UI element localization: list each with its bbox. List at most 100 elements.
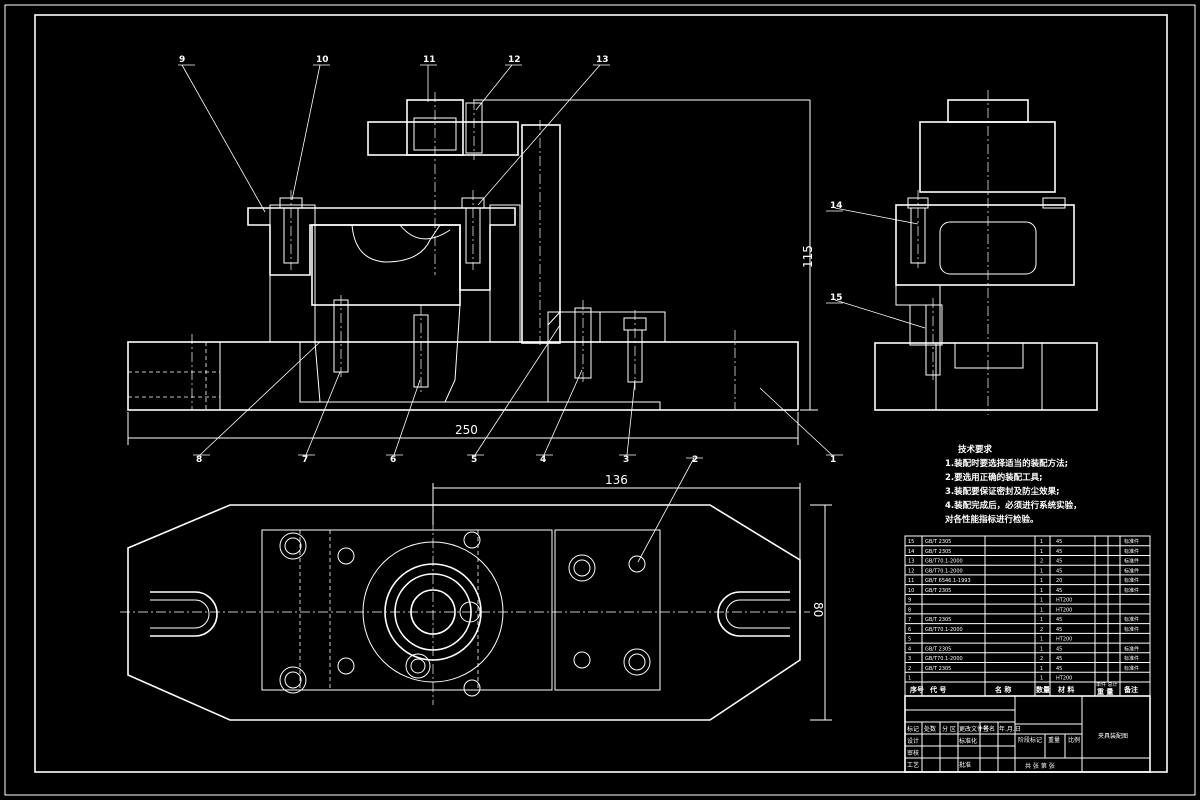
tb-process: 工艺 bbox=[907, 761, 919, 769]
tb-count: 处数 bbox=[924, 725, 936, 733]
bom-cell-mat: 45 bbox=[1056, 666, 1062, 672]
dim-height-plan: 80 bbox=[811, 602, 825, 617]
bom-cell-mat: HT200 bbox=[1056, 607, 1072, 613]
outer-frame bbox=[4, 4, 1196, 796]
part-label-10: 10 bbox=[316, 55, 329, 65]
bom-header-weight: 单件 总计 bbox=[1096, 681, 1118, 688]
bom-cell-no: 8 bbox=[908, 607, 911, 613]
bom-cell-qty: 1 bbox=[1040, 666, 1043, 672]
dim-width-front: 250 bbox=[455, 423, 478, 437]
bom-cell-qty: 2 bbox=[1040, 656, 1043, 662]
part-label-7: 7 bbox=[302, 455, 308, 465]
bom-cell-mat: 45 bbox=[1056, 559, 1062, 565]
tb-scale: 比例 bbox=[1068, 736, 1080, 744]
part-label-12: 12 bbox=[508, 55, 521, 65]
bom-header-qty: 数量 bbox=[1036, 685, 1050, 694]
bom-header-no: 序号 bbox=[909, 685, 924, 694]
bom-header-weight-2: 重 量 bbox=[1097, 687, 1113, 696]
bom-cell-std: GB/T70.1-2000 bbox=[925, 627, 963, 633]
bom-cell-qty: 2 bbox=[1040, 627, 1043, 633]
bom-cell-qty: 1 bbox=[1040, 637, 1043, 643]
tb-signature: 签名 bbox=[983, 725, 995, 733]
tb-standardization: 标准化 bbox=[959, 737, 977, 745]
bom-cell-std: GB/T70.1-2000 bbox=[925, 559, 963, 565]
front-view: 250 115 bbox=[127, 92, 818, 445]
bom-header-material: 材 料 bbox=[1057, 685, 1074, 694]
bom-cell-qty: 1 bbox=[1040, 617, 1043, 623]
part-label-8: 8 bbox=[196, 455, 202, 465]
bom-cell-std: GB/T 2305 bbox=[925, 588, 951, 594]
bom-cell-note: 标准件 bbox=[1124, 626, 1139, 633]
part-label-15: 15 bbox=[830, 293, 843, 303]
part-label-14: 14 bbox=[830, 201, 843, 211]
part-label-2: 2 bbox=[692, 455, 698, 465]
dim-height-front: 115 bbox=[801, 245, 815, 268]
bom-cell-no: 12 bbox=[908, 568, 914, 574]
tech-line-5: 对各性能指标进行检验。 bbox=[945, 514, 1039, 525]
bom-cell-mat: 45 bbox=[1056, 646, 1062, 652]
bom-cell-note: 标准件 bbox=[1124, 665, 1139, 672]
tb-mark: 标记 bbox=[907, 725, 919, 733]
bom-cell-std: GB/T 2305 bbox=[925, 617, 951, 623]
bom-cell-note: 标准件 bbox=[1124, 655, 1139, 662]
tech-line-3: 3.装配要保证密封及防尘效果; bbox=[945, 486, 1060, 497]
bom-cell-mat: HT200 bbox=[1056, 676, 1072, 682]
side-view bbox=[874, 90, 1098, 415]
bom-cell-qty: 1 bbox=[1040, 549, 1043, 555]
bom-cell-std: GB/T70.1-2000 bbox=[925, 568, 963, 574]
bom-cell-mat: 45 bbox=[1056, 656, 1062, 662]
bom-cell-mat: 20 bbox=[1056, 578, 1062, 584]
bom-cell-note: 标准件 bbox=[1124, 577, 1139, 584]
part-label-11: 11 bbox=[423, 55, 436, 65]
part-label-4: 4 bbox=[540, 455, 546, 465]
tb-stage-mark: 阶段标记 bbox=[1018, 736, 1042, 744]
part-label-5: 5 bbox=[471, 455, 477, 465]
bom-cell-qty: 1 bbox=[1040, 598, 1043, 604]
tb-weight: 重量 bbox=[1048, 736, 1060, 744]
bom-cell-qty: 1 bbox=[1040, 646, 1043, 652]
bom-cell-std: GB/T 2305 bbox=[925, 549, 951, 555]
bom-cell-qty: 2 bbox=[1040, 559, 1043, 565]
bom-cell-mat: 45 bbox=[1056, 568, 1062, 574]
bom-header-note: 备注 bbox=[1123, 685, 1138, 694]
bom-cell-qty: 1 bbox=[1040, 539, 1043, 545]
bom-cell-no: 13 bbox=[908, 559, 914, 565]
bom-header-code: 代 号 bbox=[929, 685, 946, 694]
bom-cell-mat: 45 bbox=[1056, 588, 1062, 594]
bom-cell-no: 4 bbox=[908, 646, 911, 652]
bom-cell-note: 标准件 bbox=[1124, 567, 1139, 574]
bom-cell-note: 标准件 bbox=[1124, 538, 1139, 545]
dim-width-plan: 136 bbox=[605, 473, 628, 487]
bom-cell-mat: HT200 bbox=[1056, 637, 1072, 643]
tb-review: 审核 bbox=[907, 749, 919, 757]
tb-sheets: 共 张 第 张 bbox=[1025, 762, 1055, 770]
bom-cell-std: GB/T 2305 bbox=[925, 646, 951, 652]
part-label-9: 9 bbox=[179, 55, 185, 65]
tech-line-1: 1.装配时要选择适当的装配方法; bbox=[945, 458, 1068, 469]
bom-cell-no: 5 bbox=[908, 637, 911, 643]
bom-cell-note: 标准件 bbox=[1124, 558, 1139, 565]
drawing-name: 夹具装配图 bbox=[1098, 732, 1128, 740]
bom-cell-mat: 45 bbox=[1056, 617, 1062, 623]
tb-change-doc: 更改文件号 bbox=[959, 725, 989, 733]
bom-cell-no: 7 bbox=[908, 617, 911, 623]
tech-title: 技术要求 bbox=[958, 444, 993, 455]
bom-cell-qty: 1 bbox=[1040, 588, 1043, 594]
bom-cell-std: GB/T 2305 bbox=[925, 539, 951, 545]
tb-zone: 分 区 bbox=[942, 725, 956, 733]
tech-line-2: 2.要选用正确的装配工具; bbox=[945, 472, 1043, 483]
bom-cell-no: 10 bbox=[908, 588, 914, 594]
title-block: 夹具装配图 标记 处数 分 区 更改文件号 签名 年.月.日 设计 标准化 阶段… bbox=[904, 695, 1151, 773]
bom-cell-mat: 45 bbox=[1056, 539, 1062, 545]
technical-requirements: 技术要求 1.装配时要选择适当的装配方法; 2.要选用正确的装配工具; 3.装配… bbox=[945, 444, 1082, 525]
bom-cell-no: 6 bbox=[908, 627, 911, 633]
bom-cell-no: 9 bbox=[908, 598, 911, 604]
tb-date: 年.月.日 bbox=[999, 725, 1021, 733]
bom-cell-no: 1 bbox=[908, 676, 911, 682]
bom-cell-no: 14 bbox=[908, 549, 914, 555]
bom-cell-note: 标准件 bbox=[1124, 616, 1139, 623]
bom-cell-qty: 1 bbox=[1040, 568, 1043, 574]
bom-cell-std: GB/T 6546.1-1993 bbox=[925, 578, 971, 584]
bom-cell-qty: 1 bbox=[1040, 578, 1043, 584]
